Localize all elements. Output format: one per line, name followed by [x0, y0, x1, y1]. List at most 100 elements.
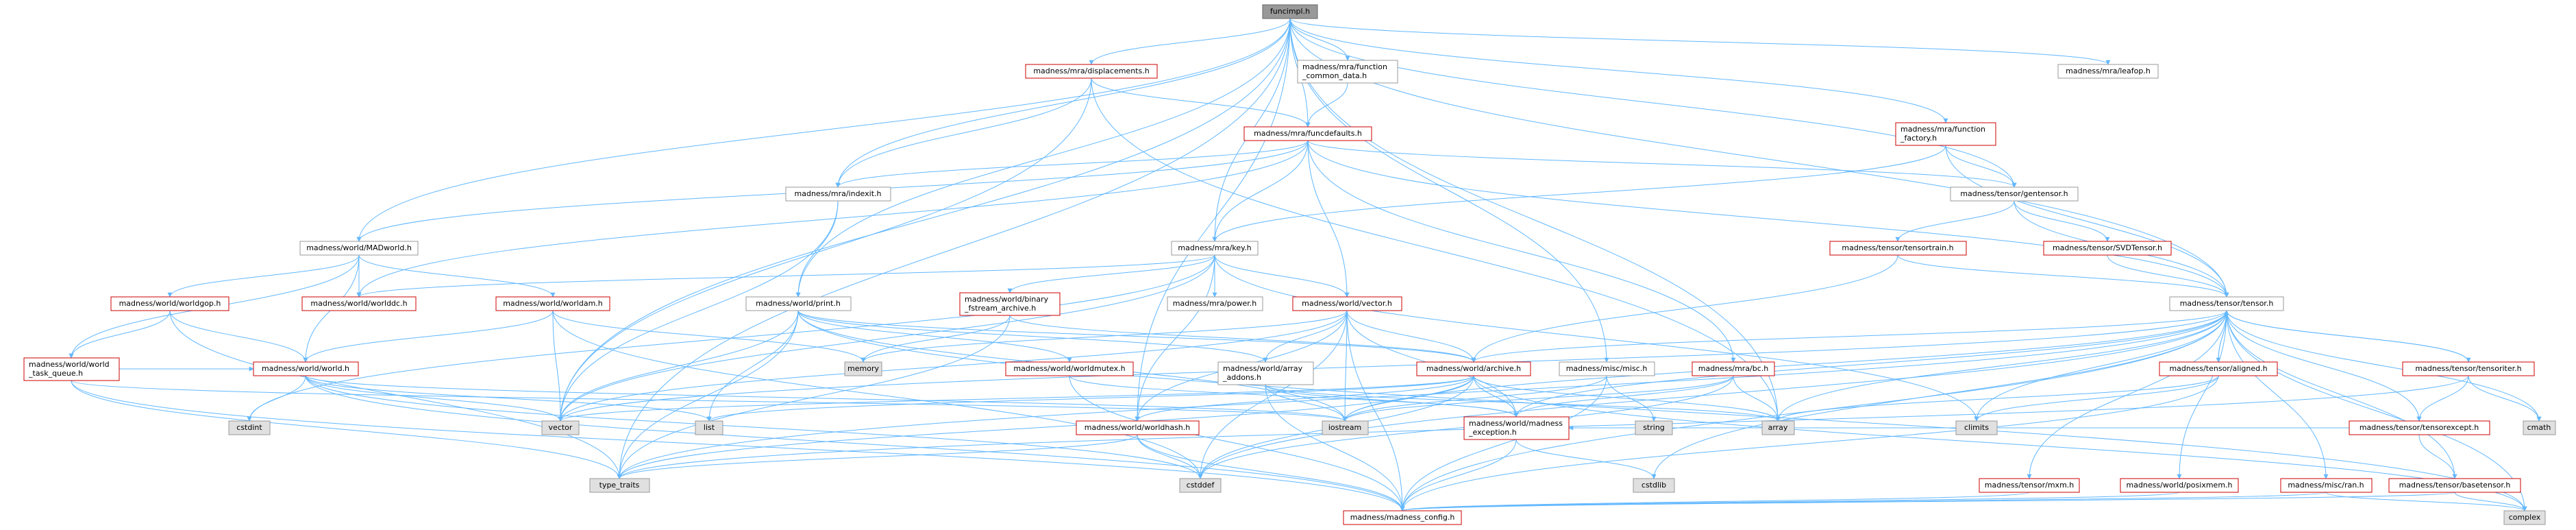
- edge-print-to-archive: [797, 310, 1476, 363]
- node-label: madness/world/print.h: [756, 299, 841, 308]
- edge-key-to-vector: [558, 254, 1215, 422]
- node-indexit[interactable]: madness/mra/indexit.h: [785, 186, 891, 202]
- node-basetensor[interactable]: madness/tensor/basetensor.h: [2388, 478, 2521, 493]
- node-svdtensor[interactable]: madness/tensor/SVDTensor.h: [2043, 241, 2172, 256]
- node-array-addons[interactable]: madness/world/array_addons.h: [1217, 361, 1314, 385]
- node-box: [1635, 420, 1673, 435]
- edge-madworld-to-worldam: [358, 254, 556, 298]
- node-box: [1025, 64, 1158, 79]
- node-label: madness/world/worldmutex.h: [1013, 364, 1125, 373]
- edge-world_h-to-cstddef: [305, 375, 1203, 479]
- node-mxm[interactable]: madness/tensor/mxm.h: [1979, 478, 2080, 493]
- node-madness-exception[interactable]: madness/world/madness_exception.h: [1463, 416, 1570, 440]
- node-label: madness/world/vector.h: [1302, 299, 1392, 308]
- node-posixmem[interactable]: madness/world/posixmem.h: [2120, 478, 2239, 493]
- node-binary-fstream[interactable]: madness/world/binary_fstream_archive.h: [959, 292, 1061, 316]
- node-worldam[interactable]: madness/world/worldam.h: [495, 296, 610, 311]
- edge-tensor-to-posixmem: [2177, 310, 2227, 479]
- node-box: [2402, 361, 2535, 376]
- node-tensortrain[interactable]: madness/tensor/tensortrain.h: [1829, 241, 1967, 256]
- edge-key-to-climits: [1214, 254, 1979, 422]
- edge-misc-to-madness_config: [1400, 375, 1607, 511]
- node-leafop[interactable]: madness/mra/leafop.h: [2057, 64, 2159, 79]
- node-key[interactable]: madness/mra/key.h: [1171, 241, 1259, 256]
- node-label: cmath: [2527, 423, 2551, 432]
- edge-aligned-to-climits: [1974, 375, 2219, 422]
- node-madworld[interactable]: madness/world/MADworld.h: [299, 241, 419, 256]
- node-vector-h[interactable]: madness/world/vector.h: [1292, 296, 1402, 311]
- edge-ran-to-madness_config: [1400, 492, 2327, 511]
- node-tensorexcept[interactable]: madness/tensor/tensorexcept.h: [2349, 420, 2490, 435]
- node-label: madness/misc/misc.h: [1566, 364, 1648, 373]
- node-world-h[interactable]: madness/world/world.h: [253, 361, 359, 376]
- node-world-task-queue[interactable]: madness/world/world_task_queue.h: [23, 357, 120, 381]
- edge-funcimpl-to-function_factory: [1289, 18, 1948, 123]
- node-label: madness/world/madness: [1469, 419, 1563, 428]
- node-label: madness/world/binary: [965, 295, 1049, 304]
- edge-vector_h-to-memory: [860, 310, 1348, 363]
- edge-tensor-to-madness_exception: [1513, 310, 2227, 418]
- node-tensor[interactable]: madness/tensor/tensor.h: [2169, 296, 2284, 311]
- edge-function_factory-to-gentensor: [1945, 145, 2017, 188]
- edge-displacements-to-array: [1091, 77, 1781, 422]
- node-label: madness/mra/function: [1900, 125, 1985, 134]
- node-gentensor[interactable]: madness/tensor/gentensor.h: [1950, 186, 2079, 202]
- node-worldmutex[interactable]: madness/world/worldmutex.h: [1005, 361, 1134, 376]
- node-box: [844, 361, 882, 376]
- node-label: madness/tensor/SVDTensor.h: [2053, 243, 2162, 252]
- node-function-factory[interactable]: madness/mra/function_factory.h: [1895, 122, 1996, 146]
- node-label: array: [1768, 423, 1788, 432]
- node-function-common-data[interactable]: madness/mra/function_common_data.h: [1297, 60, 1398, 84]
- node-label: madness/tensor/tensor.h: [2180, 299, 2274, 308]
- node-worlddc[interactable]: madness/world/worlddc.h: [301, 296, 417, 311]
- node-label: madness/world/worldam.h: [503, 299, 603, 308]
- edge-binary_fstream-to-type_traits: [617, 315, 1011, 479]
- edge-binary_fstream-to-memory: [860, 315, 1011, 363]
- node-box: [2169, 296, 2284, 311]
- node-box: [1292, 296, 1402, 311]
- edge-funcimpl-to-worldhash: [1135, 18, 1291, 422]
- node-worldhash[interactable]: madness/world/worldhash.h: [1076, 420, 1200, 435]
- node-label: madness/tensor/aligned.h: [2169, 364, 2267, 373]
- edge-worldam-to-memory: [552, 310, 866, 363]
- node-label: madness/mra/leafop.h: [2066, 67, 2151, 75]
- edge-funcdefaults-to-key: [1212, 140, 1309, 242]
- edge-aligned-to-tensor: [2218, 310, 2229, 363]
- node-label: madness/world/worldgop.h: [119, 299, 221, 308]
- node-displacements[interactable]: madness/mra/displacements.h: [1025, 64, 1158, 79]
- node-label: _fstream_archive.h: [964, 304, 1036, 313]
- edge-function_factory-to-tensor: [1945, 145, 2229, 298]
- edge-mxm-to-madness_config: [1400, 492, 2030, 511]
- node-label: _addons.h: [1222, 373, 1261, 382]
- node-label: madness/mra/indexit.h: [795, 189, 882, 198]
- node-bc[interactable]: madness/mra/bc.h: [1692, 361, 1775, 376]
- edge-displacements-to-vector: [558, 77, 1092, 422]
- node-worldgop[interactable]: madness/world/worldgop.h: [110, 296, 230, 311]
- node-power[interactable]: madness/mra/power.h: [1167, 296, 1263, 311]
- node-label: memory: [847, 364, 879, 373]
- node-box: [2523, 420, 2556, 435]
- edge-archive-to-vector: [558, 375, 1474, 422]
- edge-binary_fstream-to-archive: [1009, 315, 1476, 363]
- node-archive[interactable]: madness/world/archive.h: [1416, 361, 1531, 376]
- edge-worldam-to-cstddef: [552, 310, 1203, 479]
- node-funcimpl[interactable]: funcimpl.h: [1262, 4, 1318, 19]
- edge-print-to-type_traits: [617, 310, 799, 479]
- node-box: [1761, 420, 1795, 435]
- node-tensoriter[interactable]: madness/tensor/tensoriter.h: [2402, 361, 2535, 376]
- node-misc[interactable]: madness/misc/misc.h: [1559, 361, 1655, 376]
- node-label: madness/misc/ran.h: [2288, 481, 2364, 490]
- edge-madness_exception-to-madness_config: [1400, 439, 1517, 511]
- edge-aligned-to-madness_config: [1400, 375, 2219, 511]
- edge-worldgop-to-world_task_queue: [69, 310, 171, 359]
- edge-archive-to-madness_exception: [1473, 375, 1519, 418]
- node-ran[interactable]: madness/misc/ran.h: [2280, 478, 2373, 493]
- edge-funcimpl-to-gentensor: [1289, 18, 2017, 188]
- node-box: [1171, 241, 1259, 256]
- node-aligned[interactable]: madness/tensor/aligned.h: [2159, 361, 2278, 376]
- node-label: _task_queue.h: [28, 369, 83, 378]
- node-funcdefaults[interactable]: madness/mra/funcdefaults.h: [1243, 126, 1372, 141]
- node-print[interactable]: madness/world/print.h: [745, 296, 852, 311]
- node-madness-config[interactable]: madness/madness_config.h: [1343, 510, 1462, 525]
- node-box: [1217, 361, 1314, 385]
